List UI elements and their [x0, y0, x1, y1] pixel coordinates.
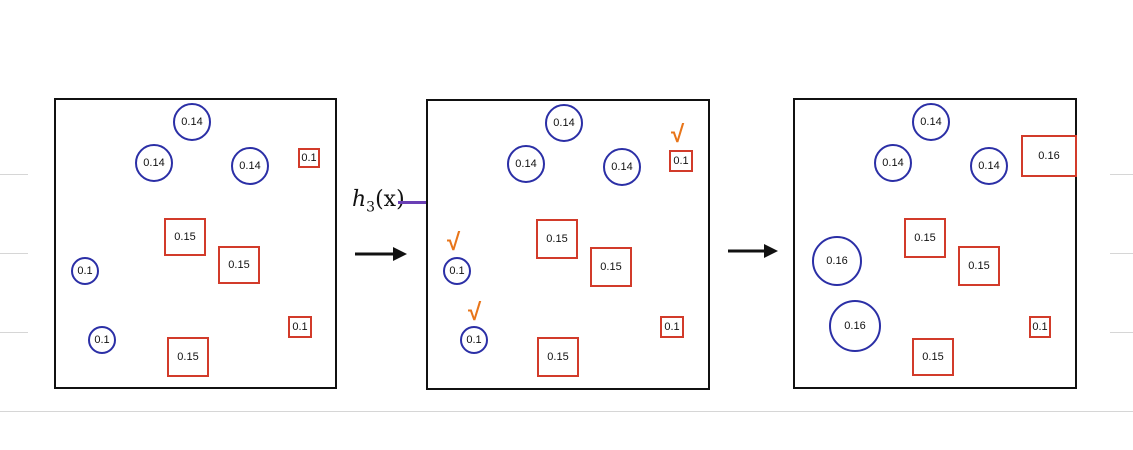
circle-point: 0.14 [173, 103, 211, 141]
circle-point: 0.1 [443, 257, 471, 285]
circle-point: 0.1 [460, 326, 488, 354]
hypothesis-label: h3(x) [352, 187, 405, 215]
circle-point: 0.14 [231, 147, 269, 185]
check-mark-icon: √ [447, 229, 461, 256]
slide-bottom-rule [0, 411, 1133, 412]
square-point: 0.15 [536, 219, 578, 259]
circle-point: 0.14 [603, 148, 641, 186]
square-point: 0.15 [904, 218, 946, 258]
square-point: 0.1 [288, 316, 312, 338]
circle-point: 0.14 [507, 145, 545, 183]
square-point: 0.15 [167, 337, 209, 377]
slide-rule-bottom-left [0, 332, 28, 333]
square-point: 0.15 [958, 246, 1000, 286]
panel-initial-weights: 0.14 0.14 0.14 0.1 0.1 0.1 0.15 0.15 0.1… [54, 98, 337, 389]
square-point: 0.15 [537, 337, 579, 377]
circle-point: 0.16 [812, 236, 862, 286]
panel-updated-weights: 0.14 0.14 0.14 0.16 0.16 0.16 0.15 0.15 … [793, 98, 1077, 389]
square-point: 0.1 [660, 316, 684, 338]
slide-rule-bottom-right [1110, 332, 1133, 333]
slide-rule-mid-right [1110, 253, 1133, 254]
hypothesis-subscript: 3 [366, 199, 376, 216]
hypothesis-func: h [352, 187, 367, 212]
square-point: 0.1 [669, 150, 693, 172]
hypothesis-arg: (x) [375, 187, 405, 212]
circle-point: 0.14 [545, 104, 583, 142]
slide-rule-mid-left [0, 253, 28, 254]
check-mark-icon: √ [468, 299, 482, 326]
circle-point: 0.16 [829, 300, 881, 352]
slide-rule-top-right [1110, 174, 1133, 175]
check-mark-icon: √ [671, 121, 685, 148]
circle-point: 0.14 [874, 144, 912, 182]
circle-point: 0.1 [71, 257, 99, 285]
square-point: 0.15 [218, 246, 260, 284]
circle-point: 0.14 [970, 147, 1008, 185]
square-point: 0.1 [1029, 316, 1051, 338]
square-point: 0.15 [164, 218, 206, 256]
arrow-right-icon [355, 247, 407, 261]
slide-rule-top-left [0, 174, 28, 175]
square-point: 0.15 [912, 338, 954, 376]
circle-point: 0.14 [135, 144, 173, 182]
circle-point: 0.14 [912, 103, 950, 141]
circle-point: 0.1 [88, 326, 116, 354]
square-point: 0.15 [590, 247, 632, 287]
square-point: 0.1 [298, 148, 320, 168]
panel-hypothesis-split: 0.14 0.14 0.14 0.1 0.1 0.1 0.15 0.15 0.1… [426, 99, 710, 390]
square-point: 0.16 [1021, 135, 1077, 177]
arrow-right-icon [728, 244, 778, 258]
